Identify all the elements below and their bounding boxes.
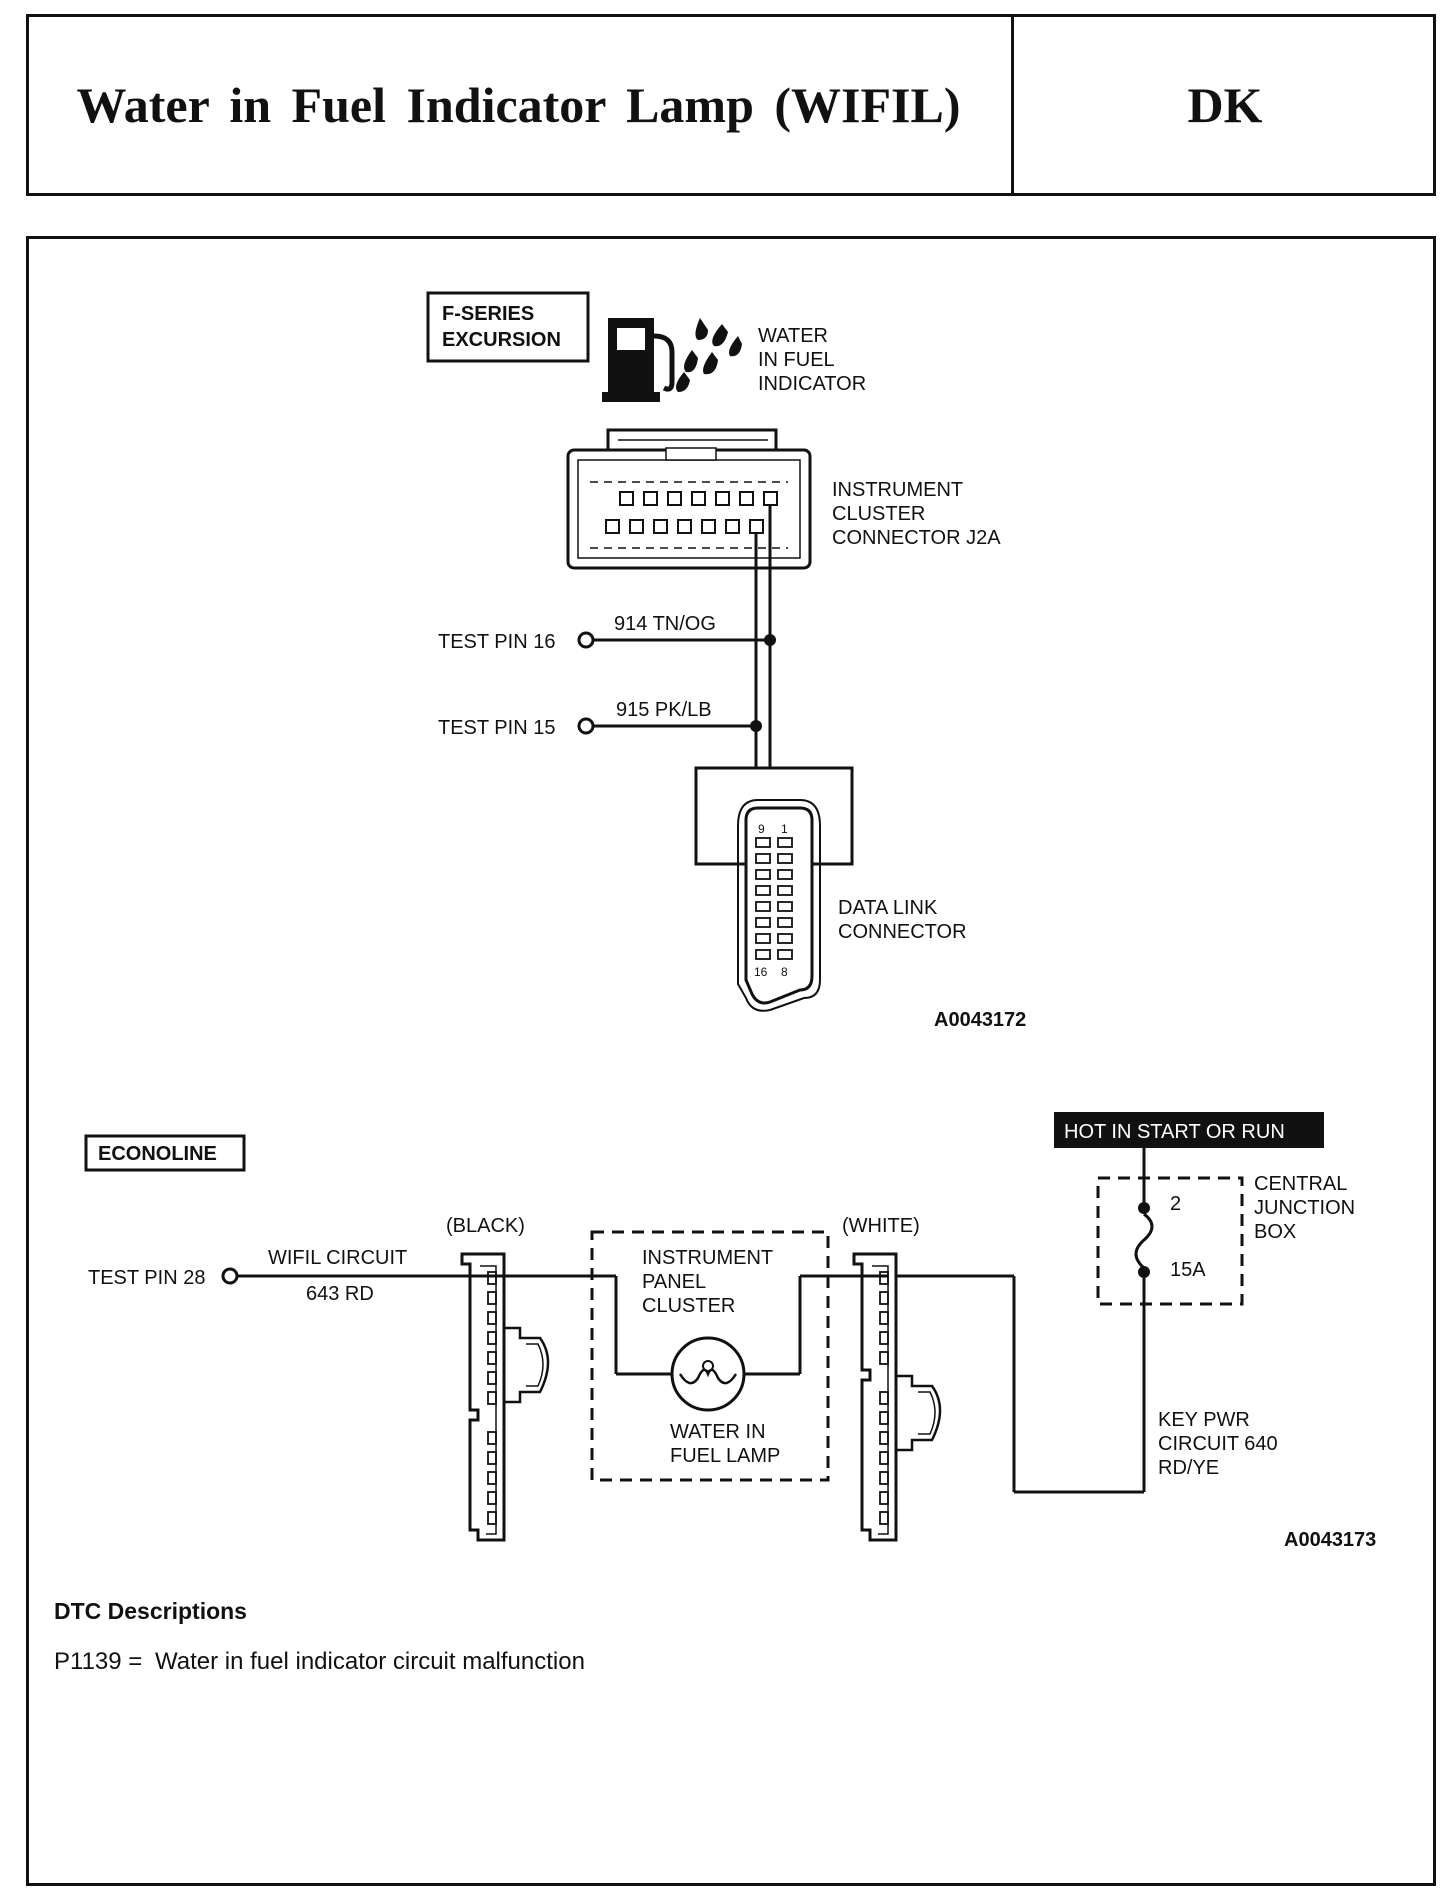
econoline-label: ECONOLINE xyxy=(98,1143,217,1165)
wire-915 xyxy=(592,533,758,780)
black-connector xyxy=(460,1252,550,1542)
svg-text:CLUSTER: CLUSTER xyxy=(832,503,925,525)
data-link-connector: 9 1 16 8 xyxy=(694,766,854,1012)
black-connector-label: (BLACK) xyxy=(446,1215,525,1237)
lamp-bulb-icon xyxy=(670,1336,746,1412)
wire-640 xyxy=(888,1274,1146,1494)
hot-in-start-or-run-banner: HOT IN START OR RUN xyxy=(1054,1112,1324,1148)
diagram-frame xyxy=(26,236,1436,1886)
wire-915-label: 915 PK/LB xyxy=(616,699,712,721)
svg-text:CENTRAL: CENTRAL xyxy=(1254,1173,1347,1195)
central-junction-box: 2 15A xyxy=(1096,1148,1244,1306)
diagnostic-code: DK xyxy=(1187,77,1263,133)
dlc-pin-8: 8 xyxy=(781,965,788,979)
dtc-description: Water in fuel indicator circuit malfunct… xyxy=(154,1648,585,1675)
white-connector-label: (WHITE) xyxy=(842,1215,920,1237)
svg-text:WATER: WATER xyxy=(758,325,828,347)
svg-text:INDICATOR: INDICATOR xyxy=(758,373,866,395)
svg-text:BOX: BOX xyxy=(1254,1221,1296,1243)
fuse-number: 2 xyxy=(1170,1193,1181,1215)
svg-text:RD/YE: RD/YE xyxy=(1158,1457,1219,1479)
cluster-label: INSTRUMENT PANEL CLUSTER xyxy=(642,1247,773,1317)
svg-text:IN FUEL: IN FUEL xyxy=(758,349,835,371)
svg-text:HOT IN START OR RUN: HOT IN START OR RUN xyxy=(1064,1121,1285,1143)
svg-text:CLUSTER: CLUSTER xyxy=(642,1295,735,1317)
wire-643-label: 643 RD xyxy=(306,1283,374,1305)
fuse-rating: 15A xyxy=(1170,1259,1206,1281)
test-pin-16-terminal xyxy=(577,631,595,649)
splice-914 xyxy=(764,634,776,646)
wire-914-label: 914 TN/OG xyxy=(614,613,716,635)
svg-text:CIRCUIT 640: CIRCUIT 640 xyxy=(1158,1433,1278,1455)
svg-text:DATA LINK: DATA LINK xyxy=(838,897,938,919)
instrument-panel-cluster-box xyxy=(590,1230,830,1482)
svg-text:CONNECTOR: CONNECTOR xyxy=(838,921,967,943)
f-series-label-box: F-SERIES EXCURSION xyxy=(426,291,590,363)
dlc-pin-16: 16 xyxy=(754,965,768,979)
test-pin-28-terminal xyxy=(221,1267,239,1285)
dtc-entry: P1139 = Water in fuel indicator circuit … xyxy=(54,1648,585,1676)
test-pin-15-terminal xyxy=(577,717,595,735)
svg-text:FUEL LAMP: FUEL LAMP xyxy=(670,1445,780,1467)
dlc-label: DATA LINK CONNECTOR xyxy=(838,897,967,943)
dlc-pin-9: 9 xyxy=(758,822,765,836)
page-title: Water in Fuel Indicator Lamp (WIFIL) xyxy=(76,77,961,133)
wifil-circuit-label: WIFIL CIRCUIT xyxy=(268,1247,407,1269)
dlc-pin-1: 1 xyxy=(781,822,788,836)
cluster-connector-j2a xyxy=(566,428,812,570)
key-pwr-label: KEY PWR CIRCUIT 640 RD/YE xyxy=(1158,1409,1278,1479)
indicator-label: WATER IN FUEL INDICATOR xyxy=(758,325,866,395)
dtc-code: P1139 = xyxy=(54,1648,143,1675)
header-frame xyxy=(26,14,1436,196)
svg-text:JUNCTION: JUNCTION xyxy=(1254,1197,1355,1219)
lamp-label: WATER IN FUEL LAMP xyxy=(670,1421,780,1467)
svg-text:WATER IN: WATER IN xyxy=(670,1421,766,1443)
wire-643 xyxy=(236,1274,888,1376)
test-pin-28-label: TEST PIN 28 xyxy=(88,1267,205,1289)
cluster-connector-label: INSTRUMENT CLUSTER CONNECTOR J2A xyxy=(832,479,1001,549)
test-pin-15-label: TEST PIN 15 xyxy=(438,717,555,739)
svg-text:INSTRUMENT: INSTRUMENT xyxy=(832,479,963,501)
splice-915 xyxy=(750,720,762,732)
figure-id-bottom: A0043173 xyxy=(1284,1529,1376,1551)
dtc-heading: DTC Descriptions xyxy=(54,1598,247,1624)
junction-box-label: CENTRAL JUNCTION BOX xyxy=(1254,1173,1355,1243)
white-connector xyxy=(852,1252,942,1542)
econoline-label-box: ECONOLINE xyxy=(84,1134,246,1172)
svg-text:PANEL: PANEL xyxy=(642,1271,706,1293)
figure-id-top: A0043172 xyxy=(934,1009,1026,1031)
excursion-label: EXCURSION xyxy=(442,329,561,351)
svg-text:KEY PWR: KEY PWR xyxy=(1158,1409,1250,1431)
fuel-pump-icon xyxy=(602,318,675,402)
svg-text:CONNECTOR J2A: CONNECTOR J2A xyxy=(832,527,1001,549)
test-pin-16-label: TEST PIN 16 xyxy=(438,631,555,653)
water-drops-icon xyxy=(676,318,742,392)
header-divider xyxy=(1011,14,1014,196)
f-series-label: F-SERIES xyxy=(442,303,534,325)
svg-text:INSTRUMENT: INSTRUMENT xyxy=(642,1247,773,1269)
